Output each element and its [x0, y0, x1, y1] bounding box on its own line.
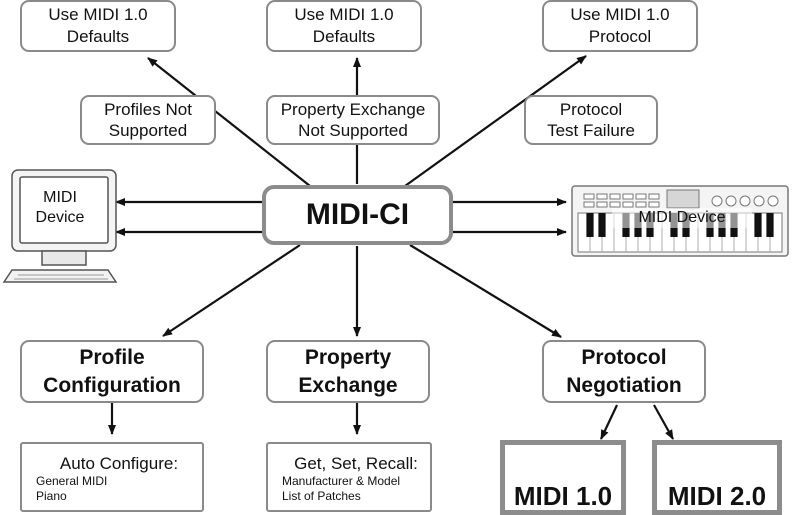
- arrow-hub-to-protocol-negotiation: [409, 244, 562, 338]
- feature-label: Protocol Negotiation: [566, 345, 682, 397]
- list-title: Get, Set, Recall:: [294, 454, 418, 473]
- condition-label: Profiles Not Supported: [104, 100, 192, 140]
- condition-label: Protocol Test Failure: [547, 100, 635, 140]
- outcome-label: Use MIDI 1.0 Protocol: [570, 5, 670, 46]
- protocol-label: MIDI 2.0: [667, 481, 767, 511]
- condition-property-exchange-not-supported: Property Exchange Not Supported: [266, 95, 440, 145]
- arrow-hub-to-protocol-test-failure: [404, 55, 587, 187]
- list-item: Manufacturer & Model: [282, 474, 401, 488]
- protocol-label: MIDI 1.0: [513, 481, 613, 511]
- connector-arrows: [108, 55, 674, 440]
- profile-auto-configure-list: Auto Configure: General MIDI Piano: [20, 442, 204, 512]
- protocol-midi-1-0: MIDI 1.0: [500, 440, 626, 515]
- midi-ci-hub: MIDI-CI: [262, 185, 453, 245]
- list-title: Auto Configure:: [59, 454, 179, 473]
- feature-protocol-negotiation: Protocol Negotiation: [542, 340, 706, 403]
- list-item: Piano: [36, 489, 67, 503]
- hub-label: MIDI-CI: [305, 198, 410, 231]
- arrow-hub-to-profile-configuration: [162, 244, 301, 337]
- condition-label: Property Exchange Not Supported: [280, 100, 426, 140]
- arrow-hub-to-profiles-not-supported: [147, 57, 311, 187]
- list-item: General MIDI: [36, 474, 108, 488]
- outcome-label: Use MIDI 1.0 Defaults: [48, 5, 148, 46]
- condition-profiles-not-supported: Profiles Not Supported: [80, 95, 216, 145]
- computer-device-label: MIDI Device: [35, 189, 85, 226]
- feature-profile-configuration: Profile Configuration: [20, 340, 204, 403]
- condition-protocol-test-failure: Protocol Test Failure: [524, 95, 658, 145]
- outcome-use-midi1-defaults-center: Use MIDI 1.0 Defaults: [266, 0, 422, 52]
- outcome-label: Use MIDI 1.0 Defaults: [294, 5, 394, 46]
- protocol-midi-2-0: MIDI 2.0: [652, 440, 782, 515]
- feature-label: Profile Configuration: [43, 345, 181, 397]
- list-item: List of Patches: [282, 489, 361, 503]
- property-get-set-recall-list: Get, Set, Recall: Manufacturer & Model L…: [266, 442, 432, 512]
- arrow-protocol-to-midi1: [600, 404, 618, 440]
- arrow-protocol-to-midi2: [653, 404, 674, 440]
- feature-label: Property Exchange: [298, 345, 398, 397]
- outcome-use-midi1-protocol: Use MIDI 1.0 Protocol: [542, 0, 698, 52]
- feature-property-exchange: Property Exchange: [266, 340, 430, 403]
- keyboard-device-label: MIDI Device: [612, 208, 752, 228]
- outcome-use-midi1-defaults-left: Use MIDI 1.0 Defaults: [20, 0, 176, 52]
